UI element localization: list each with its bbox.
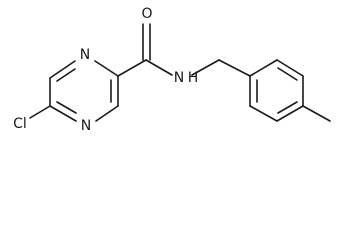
- bond-b4-b5-inner: [277, 101, 298, 114]
- atom-nh-n: N: [174, 70, 184, 86]
- molecule-diagram: Cl N N O N H: [13, 6, 331, 134]
- bond-b5-b6: [249, 105, 278, 122]
- bond-b4-methyl: [302, 105, 331, 122]
- bond-c4-cl: [29, 105, 51, 119]
- bond-b2-b3: [276, 59, 304, 77]
- bond-c1-ntop: [49, 60, 76, 79]
- bond-b4-b5: [276, 105, 304, 122]
- bond-c3-nbottom: [95, 105, 119, 122]
- bond-n-ch2: [191, 59, 220, 76]
- atom-n-top: N: [80, 47, 90, 63]
- bond-ch2-ring: [218, 59, 251, 77]
- bond-c1-ntop-inner: [56, 68, 76, 82]
- structure-svg: Cl N N O N H: [13, 6, 331, 134]
- atom-cl: Cl: [13, 116, 27, 132]
- bond-ring-carbonyl: [117, 59, 147, 77]
- bond-nbottom-c4: [49, 105, 77, 122]
- bond-carbonyl-n: [145, 59, 173, 76]
- bond-ntop-c2: [94, 60, 119, 77]
- atom-o: O: [141, 6, 152, 22]
- bond-b1-b2: [249, 59, 278, 77]
- atom-nh-h: H: [188, 70, 199, 86]
- atom-n-bottom: N: [81, 118, 91, 134]
- bond-b2-b3-inner: [277, 67, 298, 81]
- bond-nbottom-c4-inner: [56, 101, 77, 114]
